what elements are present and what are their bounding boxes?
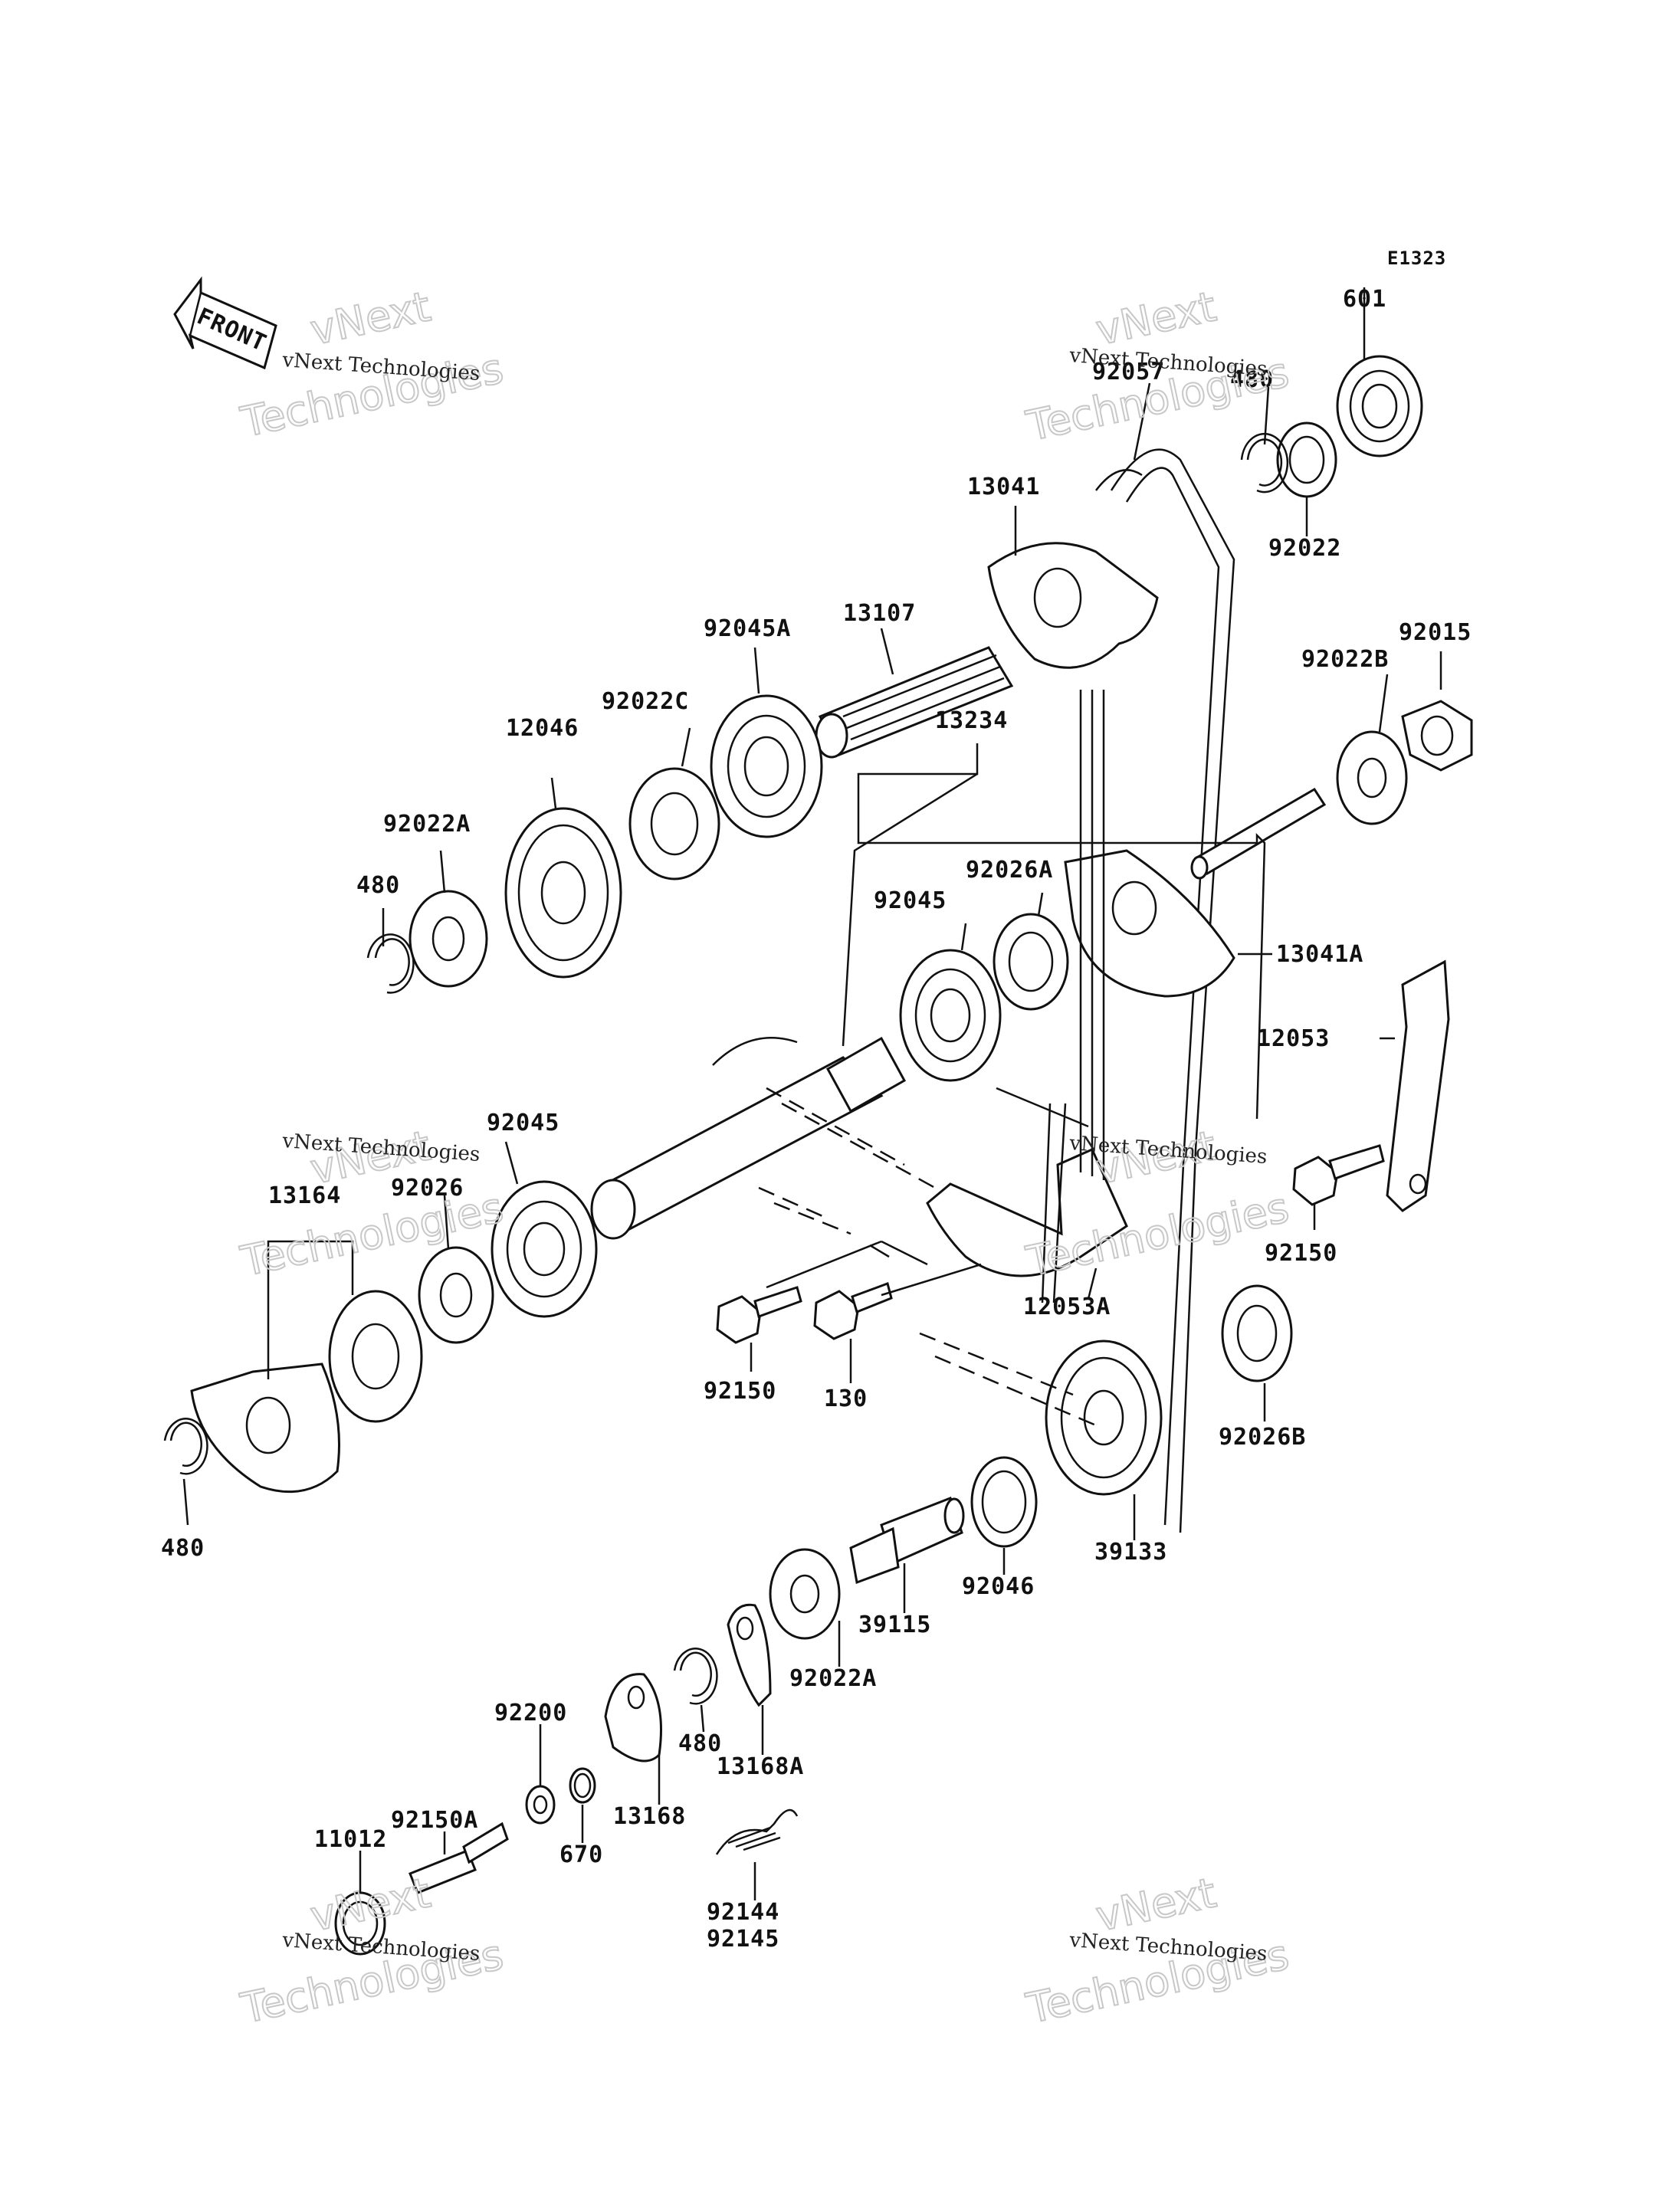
label-92046: 92046 [962,1573,1035,1600]
label-480-low: 480 [678,1730,722,1757]
part-12053-guide [1386,959,1450,1212]
label-92144: 92144 [707,1899,779,1926]
diagram-code: E1323 [1387,248,1446,269]
part-92022A-washer-low [769,1548,841,1640]
label-13168A: 13168A [717,1753,804,1780]
label-601: 601 [1343,286,1386,313]
watermark-text: vNext [307,282,435,354]
label-92045A: 92045A [704,615,791,642]
label-480-left: 480 [356,872,400,899]
part-labels: 601 92057 480 92022 13041 13107 92045A 9… [161,286,1472,1953]
label-480-top: 480 [1230,366,1274,393]
part-480-circlip-top [1240,432,1289,494]
label-92015: 92015 [1399,619,1472,646]
part-39133-sprocket [1045,1340,1163,1496]
watermark-text: vNext [1092,1868,1220,1940]
leader-lines [182,287,1442,1900]
part-39115-shaft [849,1497,965,1585]
label-92045-low: 92045 [487,1110,559,1136]
part-11012-cap [334,1891,386,1956]
watermark-top-right: vNext Technologies vNext Technologies [1022,281,1294,451]
part-13164-sprocket [328,1290,423,1423]
label-92026A: 92026A [966,857,1053,884]
part-92045A-bearing [710,694,823,838]
label-39115: 39115 [858,1612,931,1638]
label-92150-mid: 92150 [704,1378,776,1405]
part-92057-chain [1095,448,1235,1533]
label-12046: 12046 [506,715,579,742]
watermark-bottom-right: vNext Technologies vNext Technologies [1022,1867,1294,2034]
part-92026-collar [418,1246,494,1344]
watermark-bottom-left: vNext Technologies vNext Technologies [236,1867,508,2034]
label-13168: 13168 [613,1803,686,1830]
label-13164: 13164 [268,1182,341,1209]
part-92150A-bolt [409,1822,509,1894]
label-92022A-top: 92022A [383,811,471,838]
part-13168A-plate [727,1603,772,1707]
part-92022B-washer [1336,730,1408,825]
label-92022B: 92022B [1301,646,1389,673]
label-92045-mid: 92045 [874,887,947,914]
part-bolt-shaft [1190,787,1327,880]
part-13164-cam-plate [190,1362,340,1494]
part-13234-main-shaft [590,1036,907,1240]
label-92022A-low: 92022A [789,1665,877,1692]
part-601-bearing [1336,355,1423,457]
part-13041-cam [987,542,1159,669]
label-13041: 13041 [967,474,1040,500]
label-92200: 92200 [494,1700,567,1726]
part-92150-bolt-mid [716,1286,802,1344]
label-92026: 92026 [391,1175,464,1202]
part-130-bolt [813,1282,893,1340]
label-480-bottom: 480 [161,1535,205,1562]
part-480-circlip-left [366,933,415,994]
watermark-text: vNext [1092,282,1220,354]
watermark-top-left: vNext Technologies vNext Technologies [236,281,508,448]
part-92045-bearing-low [491,1180,598,1318]
label-11012: 11012 [314,1826,387,1853]
part-92026A-collar [993,913,1069,1011]
part-92026B-collar [1221,1284,1293,1382]
guide-lines [758,690,1105,1427]
label-12053A: 12053A [1023,1294,1111,1320]
label-92150A: 92150A [391,1807,478,1834]
part-480-circlip-low [673,1648,718,1705]
label-92022C: 92022C [602,688,689,715]
label-92022: 92022 [1268,535,1341,562]
part-92150-bolt-right [1292,1144,1385,1206]
part-670-oring [569,1767,596,1804]
part-13041A-cam [1064,849,1235,998]
part-92200-washer [525,1785,556,1825]
label-12053: 12053 [1257,1025,1330,1052]
part-13107-shaft [815,646,1014,759]
label-130: 130 [824,1385,868,1412]
part-92144-spring [715,1808,799,1855]
label-92026B: 92026B [1219,1424,1306,1451]
label-39133: 39133 [1094,1539,1167,1566]
part-480-circlip-bottom [163,1418,208,1475]
front-arrow-icon: FRONT [173,276,277,370]
part-92046-needle-bearing [970,1456,1038,1548]
part-12053A-guide [926,1148,1128,1277]
part-92022A-washer-top [409,890,488,988]
part-12046-sprocket [504,807,622,979]
label-670: 670 [559,1841,603,1868]
label-92150-right: 92150 [1265,1240,1337,1267]
label-13234: 13234 [935,707,1008,734]
part-13168-lever [604,1673,662,1763]
part-92022C-washer [628,767,720,880]
label-92145: 92145 [707,1926,779,1953]
part-92045-bearing-mid [899,949,1002,1082]
part-92015-nut [1401,700,1473,772]
part-92022-washer [1276,421,1337,498]
label-13041A: 13041A [1276,941,1363,968]
label-92057: 92057 [1092,359,1165,385]
label-13107: 13107 [843,600,916,627]
